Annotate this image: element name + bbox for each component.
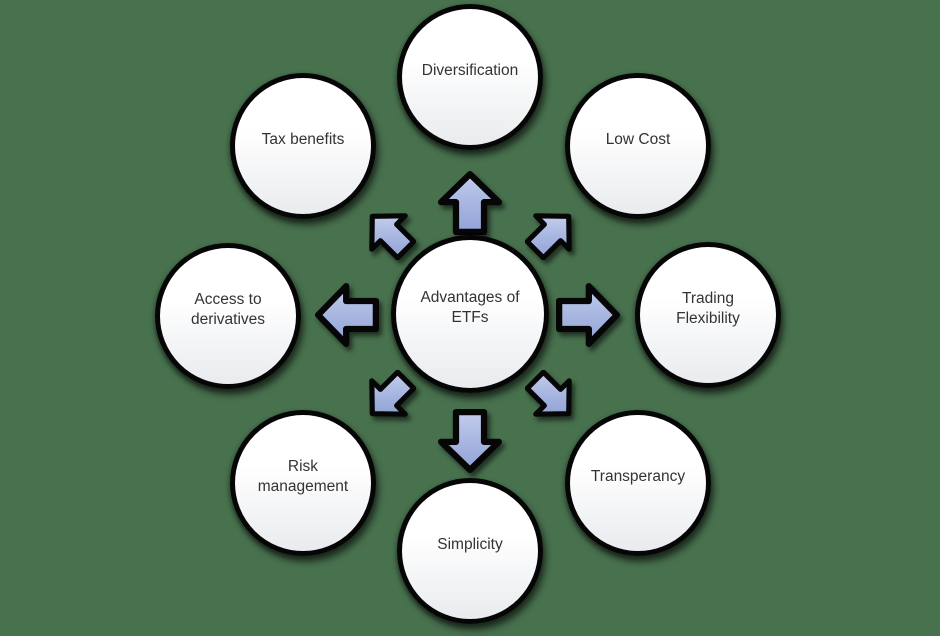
node-label: Simplicity (437, 535, 503, 553)
hub-label: Advantages of ETFs (420, 288, 520, 326)
arrow-down-icon (437, 408, 503, 474)
node-low-cost: Low Cost (565, 73, 711, 219)
arrow-right-icon (555, 282, 621, 348)
node-label: Trading Flexibility (676, 289, 740, 327)
arrow-down-left-icon (369, 370, 416, 417)
node-label: Access to derivatives (190, 290, 266, 328)
node-label: Tax benefits (261, 130, 345, 148)
hub-advantages-of-etfs: Advantages of ETFs (391, 235, 549, 393)
node-access-to-derivatives: Access to derivatives (155, 243, 301, 389)
arrow-up-icon (437, 170, 503, 236)
node-label: Diversification (421, 61, 519, 79)
node-label: Risk management (257, 457, 349, 495)
node-risk-management: Risk management (230, 410, 376, 556)
node-diversification: Diversification (397, 4, 543, 150)
node-transperancy: Transperancy (565, 410, 711, 556)
arrow-up-left-icon (369, 213, 416, 260)
node-label: Transperancy (590, 467, 686, 485)
arrow-left-icon (314, 282, 380, 348)
arrow-down-right-icon (525, 370, 572, 417)
arrow-up-right-icon (525, 213, 572, 260)
node-tax-benefits: Tax benefits (230, 73, 376, 219)
node-trading-flexibility: Trading Flexibility (635, 242, 781, 388)
node-simplicity: Simplicity (397, 478, 543, 624)
node-label: Low Cost (605, 130, 671, 148)
